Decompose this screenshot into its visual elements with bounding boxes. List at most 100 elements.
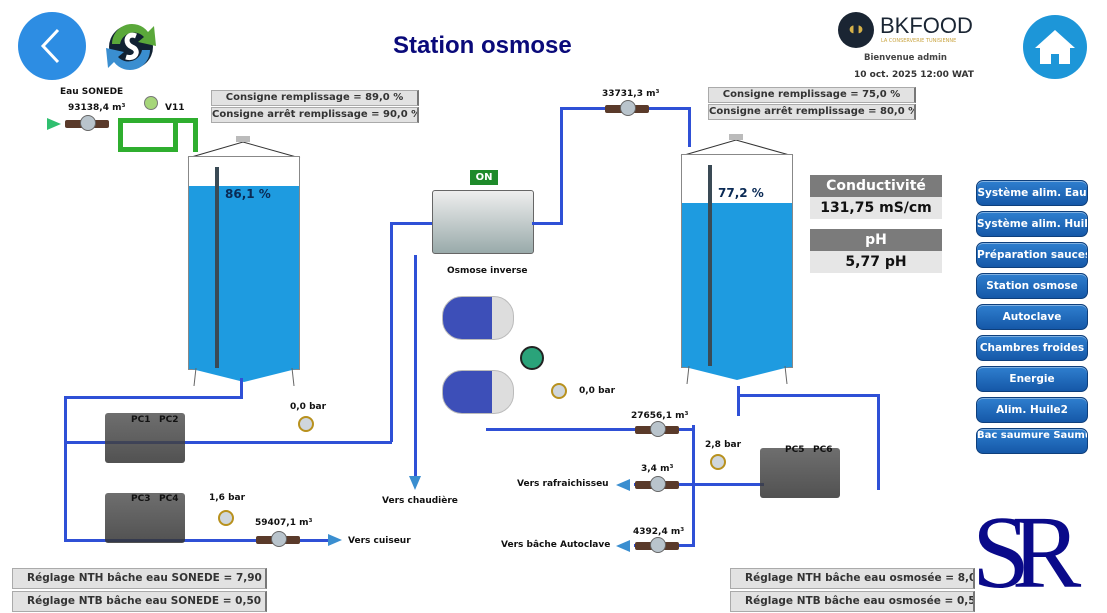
tank2-water: [682, 203, 792, 367]
storage-tank-lower: [442, 370, 514, 414]
autoclave-label: Vers bâche Autoclave: [501, 540, 611, 550]
osmo-ntb-setting[interactable]: Réglage NTB bâche eau osmosée = 0,50 m: [730, 591, 975, 612]
pipe: [64, 396, 67, 542]
conductivity-value: 131,75 mS/cm: [810, 197, 942, 219]
pipe: [688, 107, 691, 147]
home-button[interactable]: [1023, 15, 1087, 79]
page-title: Station osmose: [393, 32, 572, 59]
storage-tank-upper: [442, 296, 514, 340]
pipe: [737, 394, 879, 397]
pressure-hot: 0,0 bar: [579, 386, 616, 396]
welcome-text: Bienvenue admin: [864, 53, 947, 63]
sonede-nth-setting[interactable]: Réglage NTH bâche eau SONEDE = 7,90 m: [12, 568, 267, 589]
sonede-ntb-setting[interactable]: Réglage NTB bâche eau SONEDE = 0,50 m: [12, 591, 267, 612]
osmosis-unit[interactable]: [432, 190, 534, 254]
green-pipe: [118, 118, 123, 152]
pressure-gauge-pc12: [298, 416, 314, 432]
tank1: 86,1 %: [188, 156, 300, 370]
pump-group-pc12[interactable]: [105, 413, 185, 463]
pipe: [634, 483, 764, 486]
nav-systeme-alim-huile[interactable]: Système alim. Huile: [976, 211, 1088, 237]
osmosis-meter: 33731,3 m³: [602, 89, 660, 99]
pump-group-pc56[interactable]: [760, 448, 840, 498]
tank2-setpoint-stop[interactable]: Consigne arrêt remplissage = 80,0 %: [708, 104, 916, 120]
osmosis-label: Osmose inverse: [447, 266, 528, 276]
valve-label: V11: [165, 103, 185, 113]
nav-alim-huile2[interactable]: Alim. Huile2: [976, 397, 1088, 423]
tank1-level-tube: [215, 167, 219, 369]
pressure-gauge-pc56: [710, 454, 726, 470]
refresh-icon: [106, 24, 156, 71]
tank2: 77,2 %: [681, 154, 793, 368]
outlet-arrow-icon: [616, 540, 630, 552]
back-button[interactable]: [18, 12, 86, 80]
sonede-flowmeter: [65, 115, 109, 131]
pipe: [390, 222, 393, 442]
cuiseur-flowmeter: [256, 531, 300, 547]
pump-pc2-label: PC2: [159, 415, 179, 425]
pressure-pc12: 0,0 bar: [290, 402, 327, 412]
pump-group-pc34[interactable]: [105, 493, 185, 543]
green-pipe: [193, 118, 198, 152]
pipe: [414, 255, 417, 477]
tank1-level: 86,1 %: [225, 187, 271, 201]
pump-pc1-label: PC1: [131, 415, 151, 425]
meter-27656: 27656,1 m³: [631, 411, 689, 421]
nav-autoclave[interactable]: Autoclave: [976, 304, 1088, 330]
pressure-gauge-pc34: [218, 510, 234, 526]
tank2-roof: [680, 134, 794, 157]
green-pipe: [118, 118, 198, 123]
green-pipe: [173, 118, 178, 152]
nav-chambres-froides[interactable]: Chambres froides: [976, 335, 1088, 361]
autoclave-flowmeter: [635, 537, 679, 553]
valve-v11-icon[interactable]: [144, 96, 158, 110]
source-meter: 93138,4 m³: [68, 103, 126, 113]
outlet-arrow-icon: [328, 534, 342, 546]
outlet-arrow-icon: [409, 476, 421, 490]
tank1-setpoint-stop[interactable]: Consigne arrêt remplissage = 90,0 %: [211, 107, 419, 123]
source-label: Eau SONEDE: [60, 87, 124, 97]
tank1-water: [189, 186, 299, 369]
datetime: 10 oct. 2025 12:00 WAT: [854, 70, 974, 80]
flowmeter-27656: [635, 421, 679, 437]
pipe: [486, 428, 692, 431]
tank1-cone: [188, 368, 300, 387]
conductivity-label: Conductivité: [810, 175, 942, 197]
tank2-level-tube: [708, 165, 712, 367]
circulation-pump-icon[interactable]: [520, 346, 544, 370]
nav-bac-saumure[interactable]: Bac saumure Saumureuse: [976, 428, 1088, 454]
chaudiere-label: Vers chaudière: [382, 496, 458, 506]
osmosis-status: ON: [470, 170, 498, 185]
rafraichisseur-label: Vers rafraichisseu: [517, 479, 609, 489]
pump-pc5-label: PC5: [785, 445, 805, 455]
pump-pc6-label: PC6: [813, 445, 833, 455]
rafraichisseur-meter: 3,4 m³: [641, 464, 674, 474]
pipe: [737, 386, 740, 416]
ph-label: pH: [810, 229, 942, 251]
green-pipe: [118, 147, 178, 152]
ph-value: 5,77 pH: [810, 251, 942, 273]
pump-pc4-label: PC4: [159, 494, 179, 504]
pipe: [877, 394, 880, 490]
tank2-level: 77,2 %: [718, 186, 764, 200]
nav-preparation-sauces[interactable]: Préparation sauces: [976, 242, 1088, 268]
pipe: [64, 539, 329, 542]
refresh-button[interactable]: [98, 14, 164, 80]
autoclave-meter: 4392,4 m³: [633, 527, 685, 537]
tank1-setpoint-fill[interactable]: Consigne remplissage = 89,0 %: [211, 90, 419, 106]
nav-systeme-alim-eau[interactable]: Système alim. Eau: [976, 180, 1088, 206]
inlet-arrow-icon: [47, 118, 61, 130]
chevron-left-icon: [40, 28, 60, 64]
pipe: [390, 222, 432, 225]
rafraichisseur-flowmeter: [635, 476, 679, 492]
nav-station-osmose[interactable]: Station osmose: [976, 273, 1088, 299]
pressure-pc56: 2,8 bar: [705, 440, 742, 450]
tank2-cone: [681, 366, 793, 385]
tank2-setpoint-fill[interactable]: Consigne remplissage = 75,0 %: [708, 87, 916, 103]
pipe: [64, 441, 392, 444]
nav-energie[interactable]: Energie: [976, 366, 1088, 392]
tank1-roof: [187, 136, 301, 159]
osmo-nth-setting[interactable]: Réglage NTH bâche eau osmosée = 8,00 m: [730, 568, 975, 589]
brand-logo: ◖ ◗ BKFOOD LA CONSERVERIE TUNISIENNE: [838, 12, 978, 48]
brand-name: BKFOOD: [880, 13, 973, 38]
